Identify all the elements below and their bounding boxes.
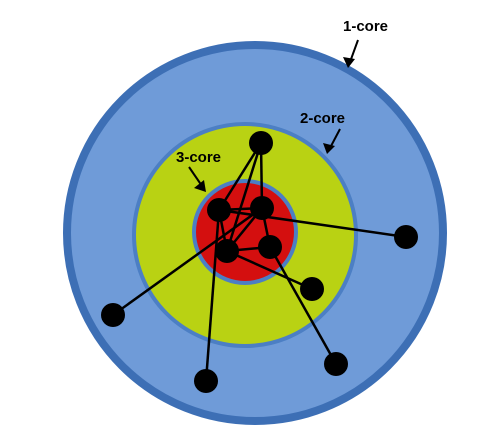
graph-node-a <box>249 131 273 155</box>
graph-edge-d-i <box>226 249 313 291</box>
graph-node-i <box>300 277 324 301</box>
graph-node-g <box>101 303 125 327</box>
graph-edge-f-j <box>268 246 338 365</box>
core-2-pointer <box>323 128 341 154</box>
core-3-label: 3-core <box>176 149 221 166</box>
graph-node-f <box>258 235 282 259</box>
graph-node-h <box>194 369 218 393</box>
graph-edge-c-g <box>112 206 263 317</box>
graph-node-e <box>394 225 418 249</box>
graph-edge-a-b <box>217 142 263 211</box>
graph-edge-b-e <box>218 208 407 239</box>
graph-node-d <box>215 239 239 263</box>
core-1-label: 1-core <box>343 18 388 35</box>
core-2-label: 2-core <box>300 110 345 127</box>
graph-node-b <box>207 198 231 222</box>
graph-node-c <box>250 196 274 220</box>
nodes-layer <box>101 131 418 393</box>
core-1-pointer <box>343 39 359 68</box>
core-3-pointer <box>188 166 206 192</box>
graph-node-j <box>324 352 348 376</box>
graph-edge-b-h <box>204 209 221 382</box>
graph-edge-a-d <box>225 142 263 252</box>
